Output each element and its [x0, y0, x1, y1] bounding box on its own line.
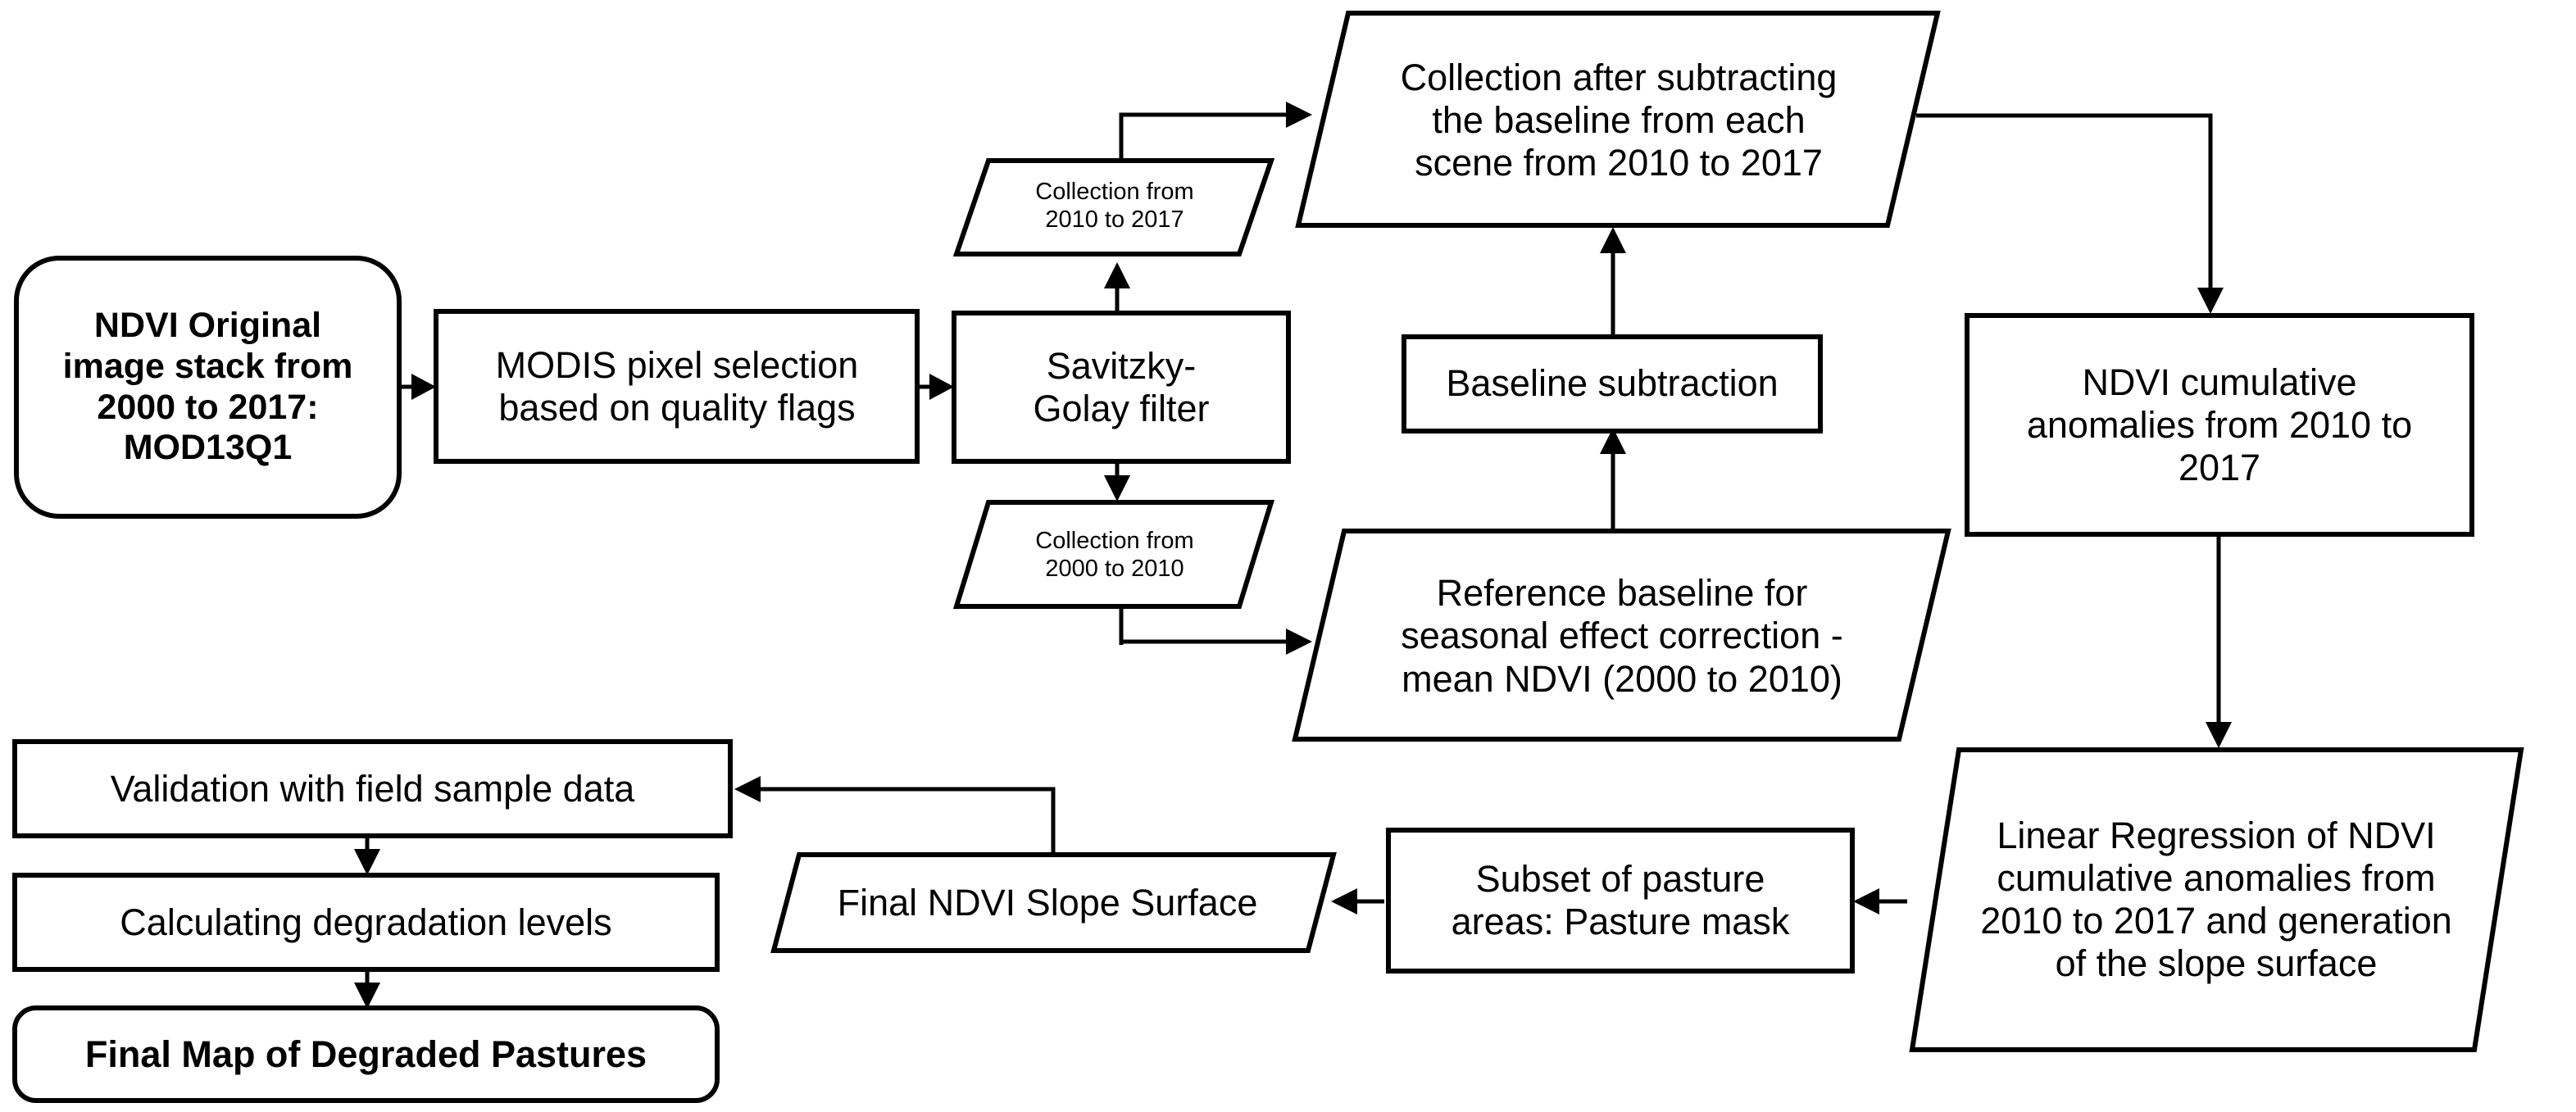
node-linear-regression-shape[interactable]: [1909, 747, 2524, 1052]
node-modis-pixel-selection-shape[interactable]: [434, 309, 920, 464]
edge-collection-2000-2010-to-reference-baseline: [1119, 608, 1312, 655]
node-pasture-mask-shape[interactable]: [1386, 828, 1855, 974]
edge-pasture-mask-to-final-slope-surface: [1331, 888, 1384, 915]
edge-modis-to-savitzky: [917, 374, 954, 400]
node-baseline-subtraction-shape[interactable]: [1402, 334, 1823, 433]
edge-savitzky-to-collection-2010-2017: [1104, 262, 1130, 313]
node-ndvi-cumulative-anomalies-shape[interactable]: [1965, 313, 2474, 537]
edge-final-slope-surface-to-validation: [734, 776, 1056, 853]
node-final-slope-surface-shape[interactable]: [770, 852, 1337, 953]
node-reference-baseline-shape[interactable]: [1292, 529, 1951, 742]
edge-ndvi-original-to-modis: [399, 374, 436, 400]
edge-baseline-subtraction-to-collection-after-subtracting: [1600, 227, 1626, 336]
node-collection-after-subtracting-shape[interactable]: [1295, 11, 1941, 228]
edge-savitzky-to-collection-2000-2010: [1104, 460, 1130, 502]
node-collection-2010-2017-shape[interactable]: [952, 158, 1275, 256]
connectors-layer: [354, 102, 2232, 1009]
node-collection-2000-2010-shape[interactable]: [952, 500, 1275, 609]
nodes-layer: [12, 11, 2524, 1103]
edge-reference-baseline-to-baseline-subtraction: [1600, 428, 1626, 533]
edge-collection-after-subtracting-to-ndvi-cumulative: [1916, 113, 2224, 314]
node-ndvi-original-shape[interactable]: [14, 256, 402, 519]
edge-calculating-degradation-to-final-map: [354, 969, 380, 1009]
edge-validation-to-calculating-degradation: [354, 835, 380, 875]
node-final-map-shape[interactable]: [12, 1005, 720, 1103]
node-savitzky-golay-shape[interactable]: [952, 311, 1291, 464]
node-validation-field-data-shape[interactable]: [12, 739, 733, 838]
edge-linear-regression-to-pasture-mask: [1853, 888, 1907, 915]
node-calculating-degradation-shape[interactable]: [12, 873, 720, 972]
edge-collection-2010-2017-to-collection-after-subtracting: [1119, 102, 1312, 161]
edge-ndvi-cumulative-to-linear-regression: [2206, 534, 2232, 748]
